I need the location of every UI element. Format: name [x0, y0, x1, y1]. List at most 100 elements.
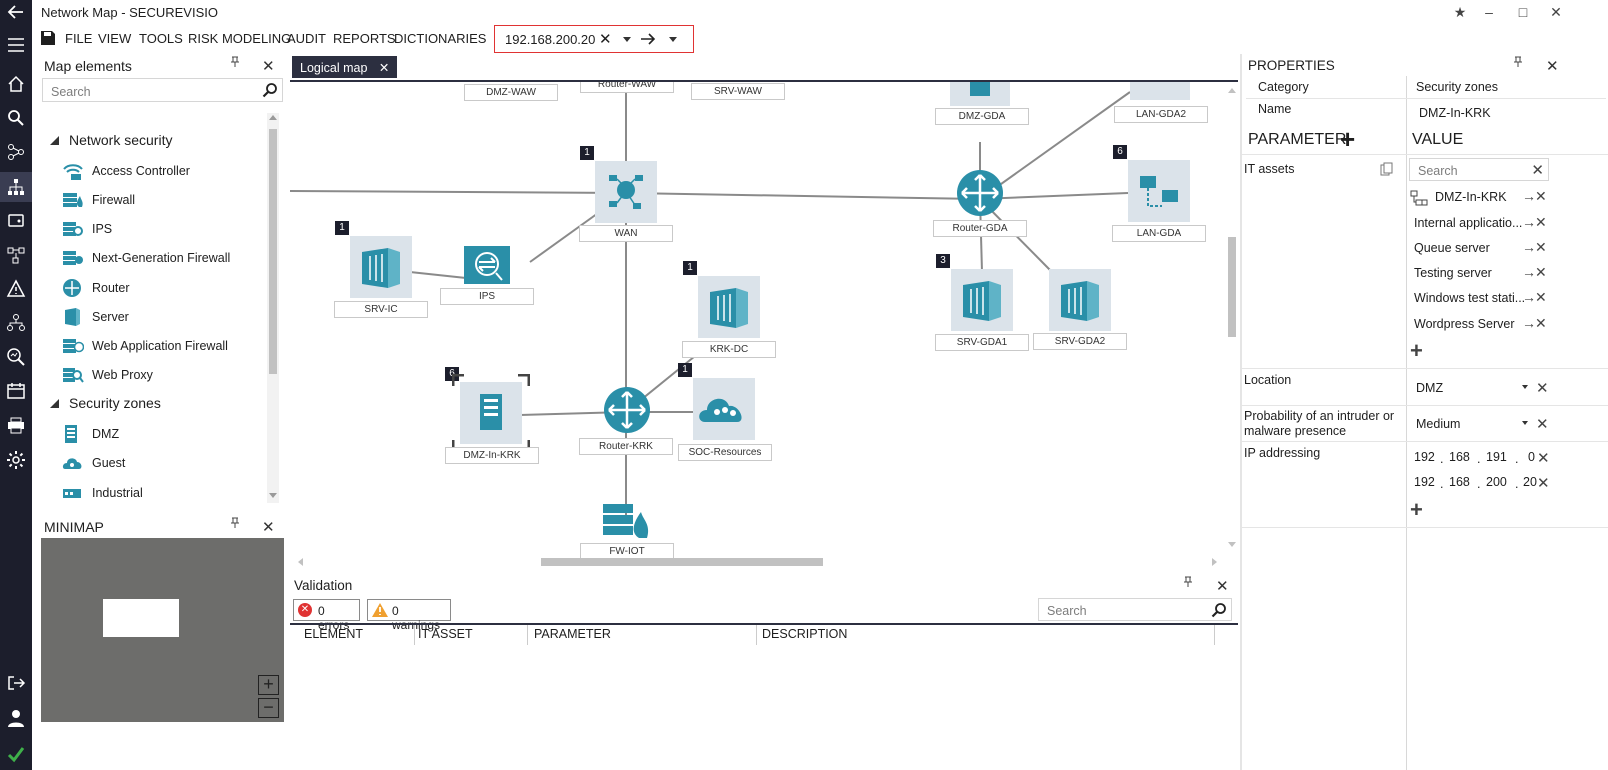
map-vertical-scrollbar[interactable]	[1226, 82, 1238, 552]
pin-icon[interactable]	[1512, 56, 1524, 68]
menu-reports[interactable]: REPORTS	[333, 31, 396, 46]
errors-filter-button[interactable]: ✕ 0 errors	[293, 599, 360, 632]
scroll-right-icon[interactable]	[1212, 558, 1217, 566]
asset-item[interactable]: Testing server	[1414, 266, 1492, 280]
ip-octet[interactable]: 168	[1449, 475, 1470, 489]
tree-icon[interactable]	[6, 313, 26, 333]
zoom-in-button[interactable]: +	[258, 675, 279, 695]
warnings-filter-button[interactable]: 0 warnings	[367, 599, 451, 632]
nodes-icon[interactable]	[6, 245, 26, 265]
search-icon[interactable]	[6, 108, 26, 128]
node-soc-resources-tile[interactable]	[693, 378, 755, 440]
asset-actions[interactable]: →✕	[1522, 315, 1547, 331]
location-dropdown-icon[interactable]	[1522, 385, 1528, 389]
graph-icon[interactable]	[6, 142, 26, 162]
node-lan-gda-tile[interactable]	[1128, 160, 1190, 222]
history-dropdown-icon[interactable]	[623, 37, 631, 42]
map-horizontal-scrollbar[interactable]	[296, 556, 1222, 568]
wallet-icon[interactable]	[6, 210, 26, 230]
elements-scrollbar[interactable]	[267, 113, 279, 503]
user-icon[interactable]	[6, 708, 26, 728]
node-router-krk-label[interactable]: Router-KRK	[579, 438, 673, 455]
tab-logical-map[interactable]: Logical map ✕	[292, 56, 398, 78]
asset-actions[interactable]: →✕	[1522, 264, 1547, 280]
menu-audit[interactable]: AUDIT	[287, 31, 326, 46]
node-srv-gda1-label[interactable]: SRV-GDA1	[935, 334, 1029, 351]
map-canvas[interactable]: DMZ-WAW Router-WAW SRV-WAW DMZ-GDA LAN-G…	[290, 80, 1238, 564]
add-asset-button[interactable]: +	[1410, 338, 1423, 363]
close-map-elements-icon[interactable]: ✕	[262, 58, 275, 75]
scrollbar-thumb[interactable]	[1228, 237, 1236, 337]
close-properties-icon[interactable]: ✕	[1546, 58, 1559, 75]
node-dmz-waw-label[interactable]: DMZ-WAW	[464, 84, 558, 101]
asset-item[interactable]: Queue server	[1414, 241, 1490, 255]
node-router-krk-icon[interactable]	[603, 386, 651, 434]
pin-icon[interactable]	[229, 517, 241, 529]
col-description[interactable]: DESCRIPTION	[762, 627, 848, 641]
ip-search-input[interactable]: 192.168.200.20	[505, 32, 596, 47]
settings-icon[interactable]	[6, 450, 26, 470]
menu-dictionaries[interactable]: DICTIONARIES	[394, 31, 487, 46]
node-router-gda-icon[interactable]	[956, 169, 1004, 217]
remove-ip-icon[interactable]: ✕	[1537, 475, 1550, 492]
network-map-icon[interactable]	[6, 177, 26, 197]
node-srv-ic-label[interactable]: SRV-IC	[334, 301, 428, 318]
zoom-out-button[interactable]: −	[258, 698, 279, 718]
ip-octet[interactable]: 191	[1486, 450, 1507, 464]
node-wan-tile[interactable]	[595, 161, 657, 223]
home-icon[interactable]	[6, 74, 26, 94]
node-soc-resources-label[interactable]: SOC-Resources	[678, 444, 772, 461]
node-wan-label[interactable]: WAN	[579, 225, 673, 242]
node-fw-iot-icon[interactable]	[603, 502, 651, 540]
scroll-up-icon[interactable]	[269, 115, 277, 120]
calendar-icon[interactable]	[6, 381, 26, 401]
node-srv-gda2-tile[interactable]	[1049, 269, 1111, 331]
minimap-viewport[interactable]	[103, 599, 179, 637]
pin-icon[interactable]	[229, 56, 241, 68]
zoom-icon[interactable]	[6, 347, 26, 367]
back-arrow-icon[interactable]	[6, 2, 26, 22]
node-lan-gda2-label[interactable]: LAN-GDA2	[1114, 106, 1208, 123]
node-dmz-in-krk-label[interactable]: DMZ-In-KRK	[445, 447, 539, 464]
search-icon[interactable]	[262, 82, 278, 98]
map-elements-search[interactable]: Search	[42, 78, 283, 102]
asset-actions[interactable]: →✕	[1522, 214, 1547, 230]
go-dropdown-icon[interactable]	[669, 37, 677, 42]
scroll-down-icon[interactable]	[1228, 542, 1236, 547]
node-srv-gda1-tile[interactable]	[951, 269, 1013, 331]
minimize-icon[interactable]: –	[1485, 4, 1493, 20]
node-srv-gda2-label[interactable]: SRV-GDA2	[1033, 333, 1127, 350]
collapse-arrow-icon[interactable]	[50, 136, 59, 145]
asset-item[interactable]: Windows test stati...	[1414, 291, 1526, 305]
location-value[interactable]: DMZ	[1416, 381, 1444, 395]
node-lan-gda-label[interactable]: LAN-GDA	[1112, 225, 1206, 242]
menu-tools[interactable]: TOOLS	[139, 31, 183, 46]
name-value[interactable]: DMZ-In-KRK	[1419, 106, 1491, 120]
node-krk-dc-tile[interactable]	[698, 276, 760, 338]
close-tab-icon[interactable]: ✕	[378, 61, 390, 75]
printer-icon[interactable]	[6, 415, 26, 435]
clear-search-icon[interactable]: ✕	[1531, 162, 1544, 179]
asset-actions[interactable]: →✕	[1522, 188, 1547, 204]
maximize-icon[interactable]: □	[1518, 4, 1528, 20]
menu-risk-modeling[interactable]: RISK MODELING	[188, 31, 292, 46]
hamburger-icon[interactable]	[6, 35, 26, 55]
add-parameter-button[interactable]: +	[1340, 124, 1356, 154]
probability-dropdown-icon[interactable]	[1522, 421, 1528, 425]
close-minimap-icon[interactable]: ✕	[262, 519, 275, 536]
node-dmz-gda-label[interactable]: DMZ-GDA	[935, 108, 1029, 125]
minimap-canvas[interactable]: + −	[41, 538, 284, 722]
scrollbar-thumb[interactable]	[541, 558, 823, 566]
close-window-icon[interactable]: ✕	[1550, 4, 1562, 20]
node-ips-icon[interactable]	[464, 246, 510, 284]
scrollbar-thumb[interactable]	[269, 129, 277, 374]
ip-octet[interactable]: 0	[1528, 450, 1535, 464]
group-security-zones[interactable]: Security zones	[69, 395, 161, 411]
ip-octet[interactable]: 192	[1414, 475, 1435, 489]
warning-icon[interactable]	[6, 279, 26, 299]
node-lan-gda2-tile[interactable]	[1130, 82, 1190, 100]
asset-item[interactable]: Internal applicatio...	[1414, 216, 1523, 230]
scroll-down-icon[interactable]	[269, 493, 277, 498]
probability-value[interactable]: Medium	[1416, 417, 1461, 431]
pin-icon[interactable]	[1182, 576, 1194, 588]
